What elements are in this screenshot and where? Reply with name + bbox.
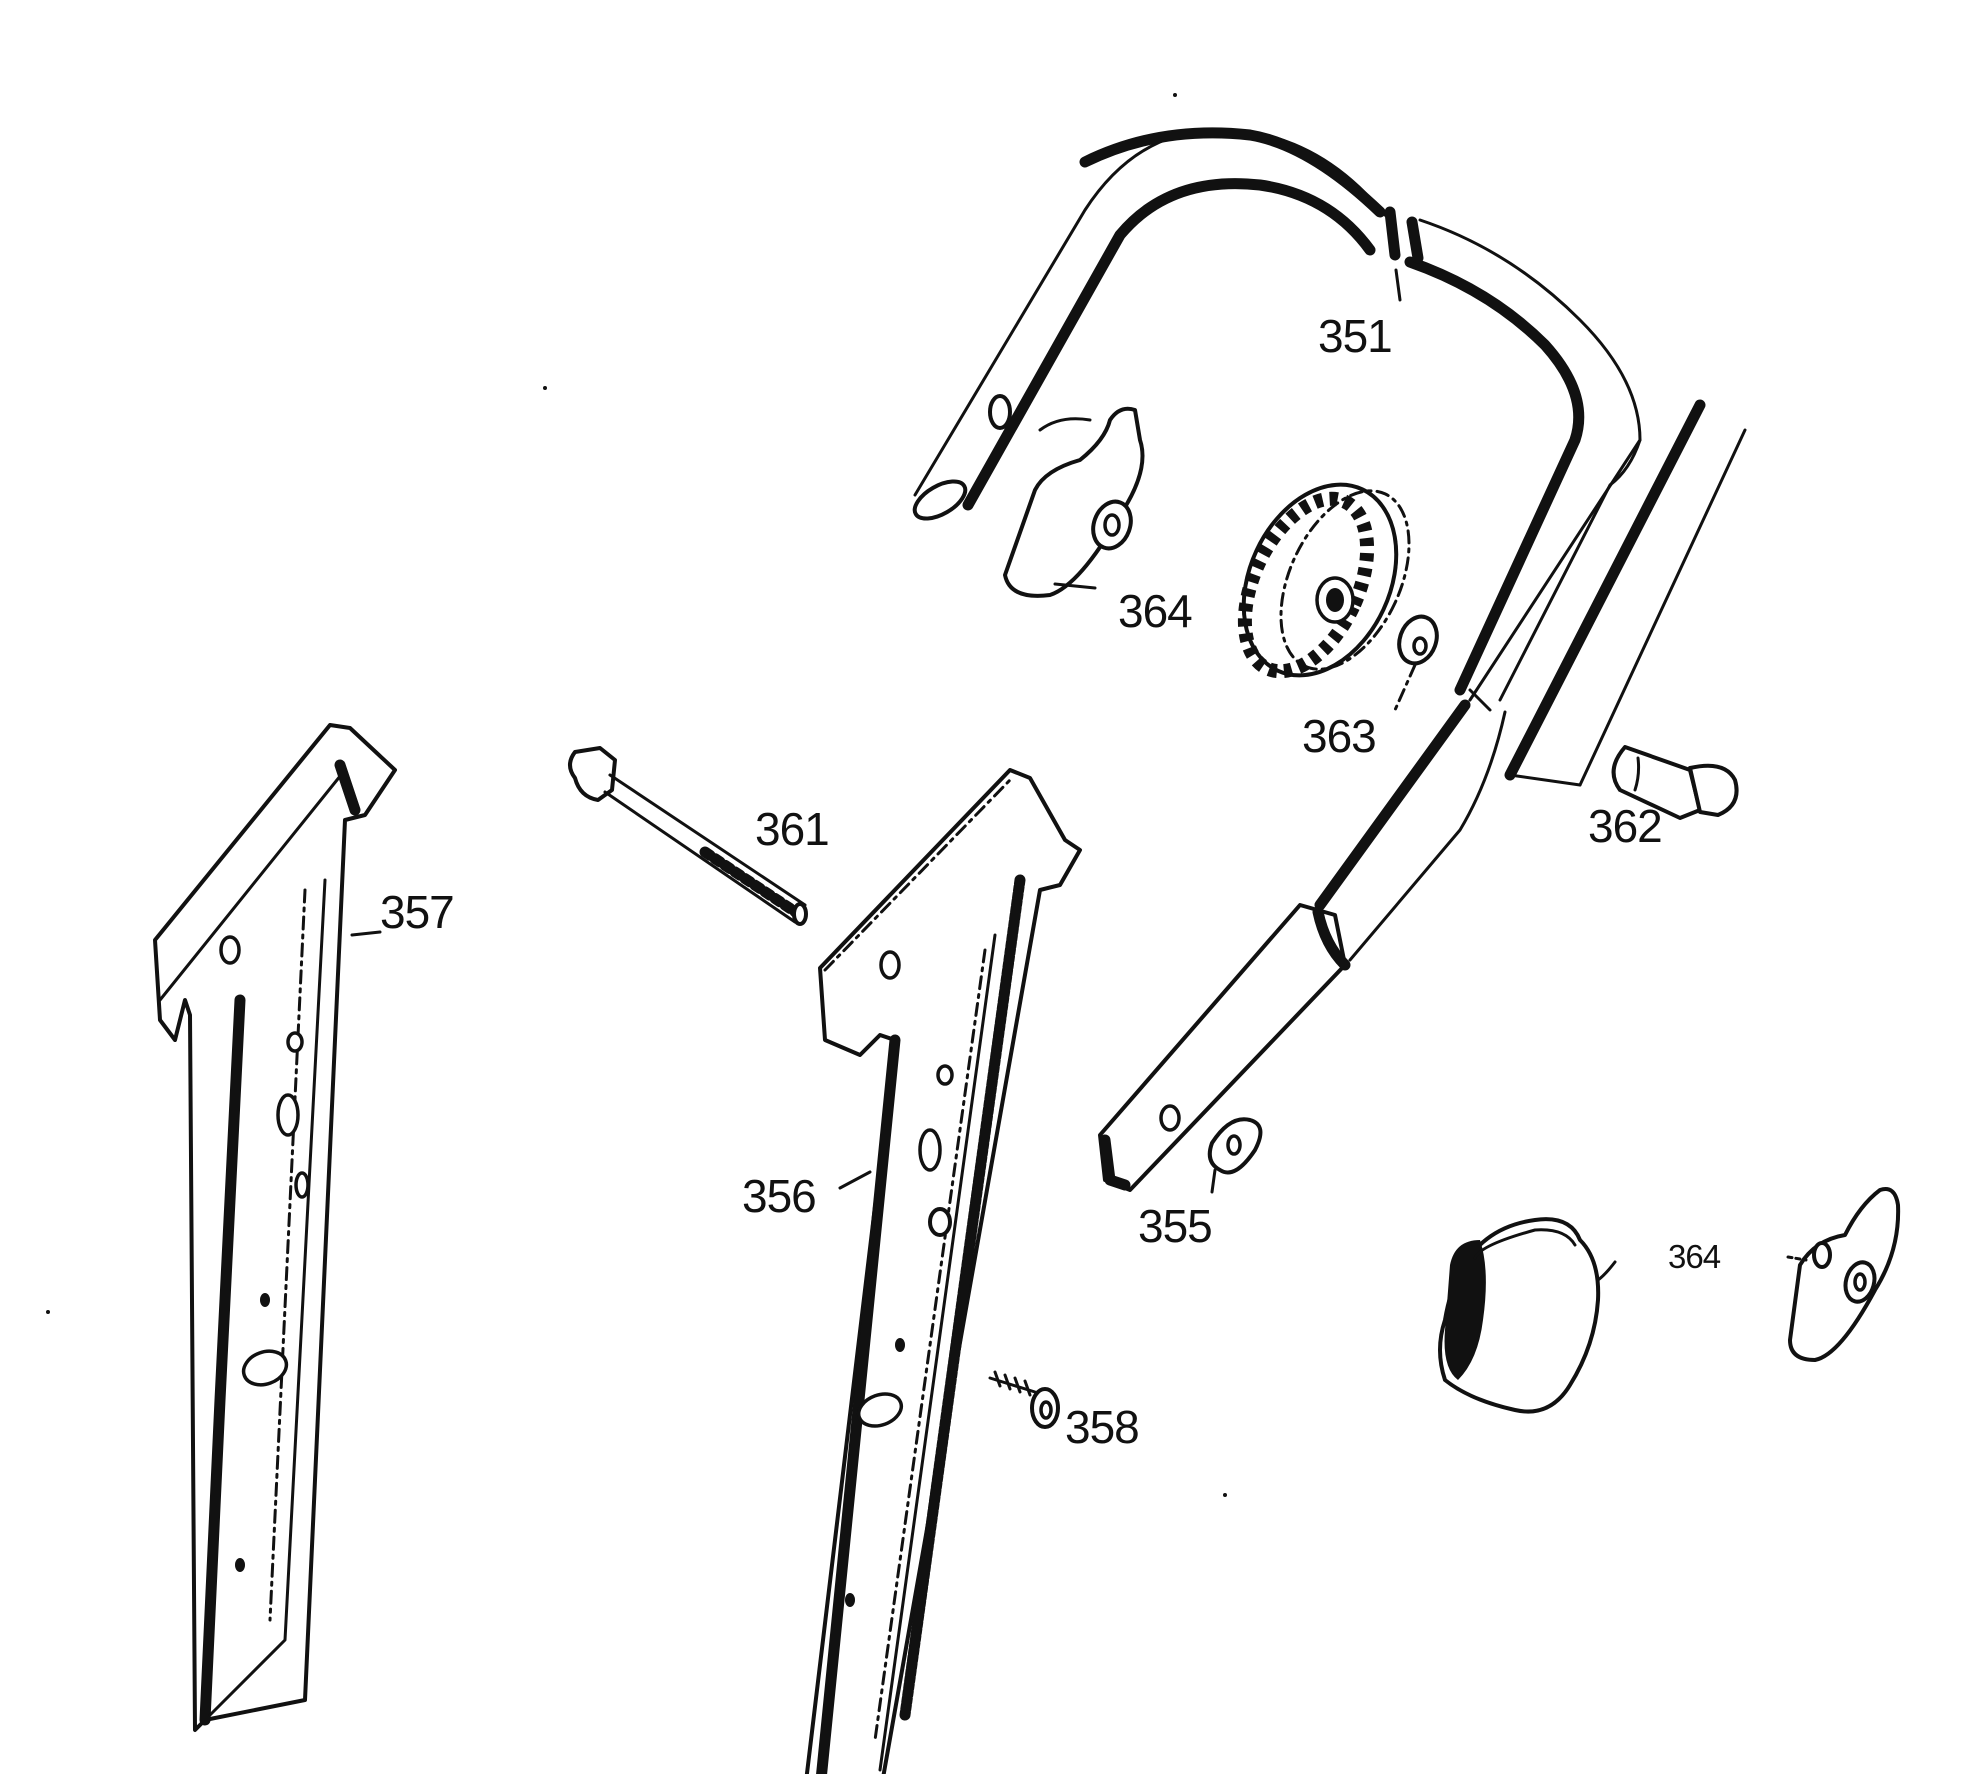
handle-351 — [912, 127, 1642, 1192]
label-364-right: 364 — [1668, 1238, 1721, 1275]
callout-labels: 351 364 363 361 362 357 356 355 364 358 — [380, 310, 1722, 1453]
wing-knob-364 — [1003, 406, 1145, 598]
label-357: 357 — [380, 886, 454, 938]
screw-358 — [988, 1370, 1060, 1429]
label-351: 351 — [1318, 310, 1392, 362]
label-361: 361 — [755, 803, 829, 855]
label-364-upper: 364 — [1118, 585, 1192, 637]
gear-knob — [1237, 482, 1411, 679]
washer-363 — [1393, 614, 1439, 712]
label-358: 358 — [1065, 1401, 1139, 1453]
round-knob — [1438, 1217, 1617, 1414]
bracket-357 — [153, 723, 397, 1732]
label-362: 362 — [1588, 800, 1662, 852]
bolt-362 — [1611, 745, 1739, 820]
label-363: 363 — [1302, 710, 1376, 762]
label-355: 355 — [1138, 1200, 1212, 1252]
wing-knob-364-right — [1786, 1187, 1901, 1362]
clip-355 — [1207, 1117, 1263, 1194]
bracket-356 — [804, 768, 1082, 1774]
label-356: 356 — [742, 1170, 816, 1222]
bolt-361 — [568, 746, 808, 926]
rod — [1504, 399, 1747, 787]
